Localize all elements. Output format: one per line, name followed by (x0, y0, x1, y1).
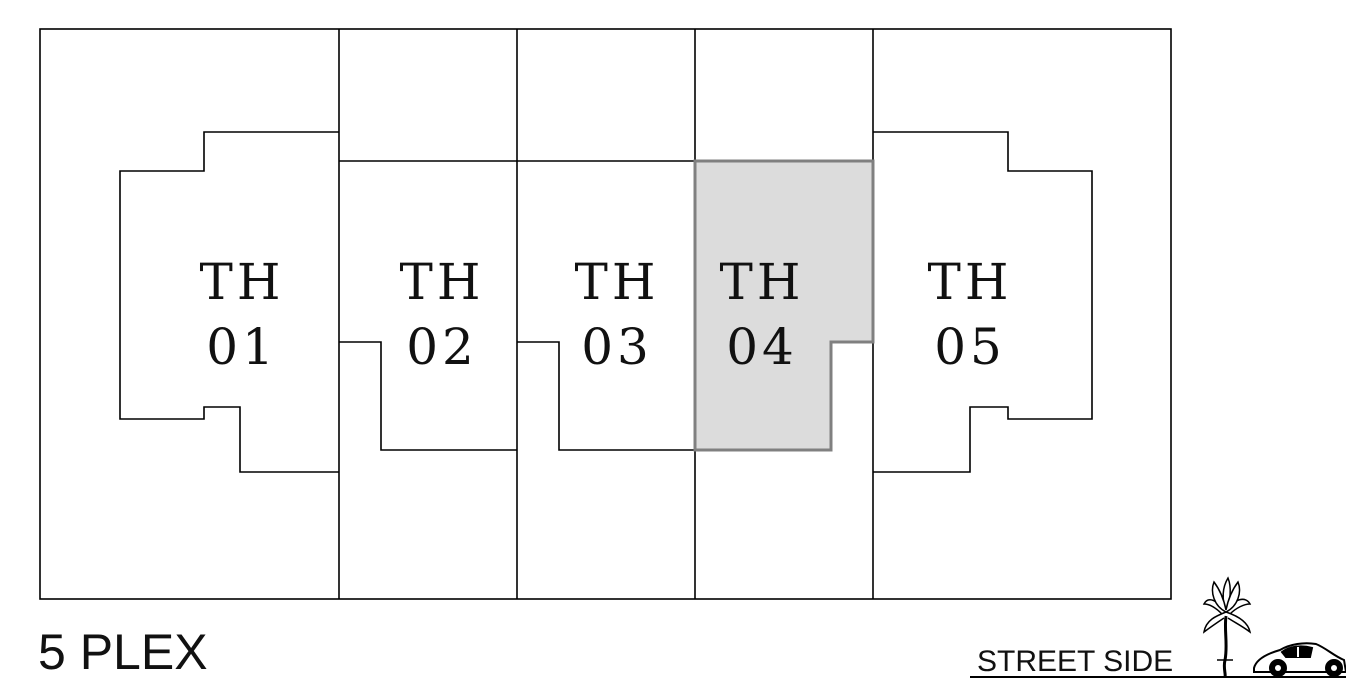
lot-boundary (39, 28, 1172, 600)
unit-footprint (873, 131, 1093, 473)
unit-footprint (517, 341, 695, 451)
unit-th-04[interactable]: TH 04 (693, 159, 875, 452)
unit-th-05[interactable]: TH 05 (873, 131, 1093, 473)
plan-title: 5 PLEX (38, 624, 208, 680)
unit-label-line1: TH (200, 253, 285, 311)
unit-footprint-highlighted (693, 159, 875, 452)
unit-th-01[interactable]: TH 01 (119, 131, 339, 473)
unit-th-02[interactable]: TH 02 (339, 160, 517, 451)
unit-label-line1: TH (720, 253, 805, 311)
palm-tree-icon (1202, 576, 1252, 678)
unit-label-line1: TH (928, 253, 1013, 311)
unit-label-line1: TH (575, 253, 660, 311)
unit-label-line2: 02 (406, 318, 478, 376)
unit-label-line1: TH (400, 253, 485, 311)
street-side-label: STREET SIDE (977, 645, 1173, 678)
unit-footprint (119, 131, 339, 473)
unit-label-line2: 05 (934, 318, 1006, 376)
unit-label-line2: 01 (206, 318, 278, 376)
unit-label-line2: 04 (726, 318, 798, 376)
unit-footprint (339, 341, 517, 451)
unit-th-03[interactable]: TH 03 (517, 160, 695, 451)
car-icon (1253, 642, 1346, 677)
unit-label-line2: 03 (581, 318, 653, 376)
